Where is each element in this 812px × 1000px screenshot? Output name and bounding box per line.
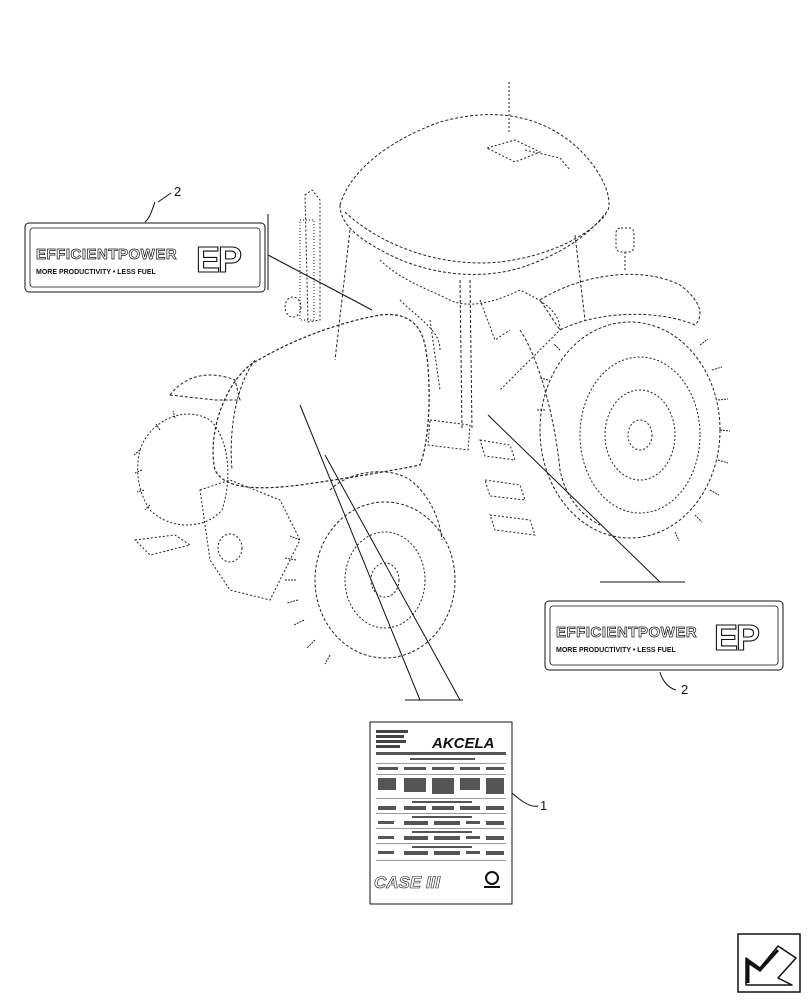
label-brand-top: AKCELA bbox=[431, 735, 495, 752]
arrow-icon[interactable] bbox=[737, 933, 801, 993]
efficientpower-decal-right: EFFICIENTPOWER MORE PRODUCTIVITY • LESS … bbox=[544, 600, 784, 671]
label-sheet-footer: CASE III bbox=[374, 871, 500, 892]
tractor-illustration bbox=[133, 82, 731, 665]
callout-1: 1 bbox=[511, 792, 547, 813]
decal-subtitle: MORE PRODUCTIVITY • LESS FUEL bbox=[556, 647, 677, 654]
instruction-label-sheet: AKCELA bbox=[369, 721, 513, 905]
decal-title: EFFICIENTPOWER bbox=[556, 624, 697, 641]
leader-lines bbox=[267, 214, 685, 701]
manufacturer-logo-icon bbox=[484, 871, 500, 888]
decal-subtitle: MORE PRODUCTIVITY • LESS FUEL bbox=[36, 269, 157, 276]
decal-mark: EP bbox=[714, 617, 759, 658]
svg-text:2: 2 bbox=[174, 184, 181, 199]
callout-2-right: 2 bbox=[659, 671, 688, 697]
label-sheet-table bbox=[376, 752, 506, 861]
decal-mark: EP bbox=[196, 239, 241, 280]
efficientpower-decal-top: EFFICIENTPOWER MORE PRODUCTIVITY • LESS … bbox=[24, 222, 266, 293]
label-brand-bottom: CASE III bbox=[374, 873, 441, 892]
svg-text:2: 2 bbox=[681, 682, 688, 697]
callout-2-top-left: 2 bbox=[144, 184, 181, 223]
label-sheet-header: AKCELA bbox=[376, 730, 495, 752]
decal-title: EFFICIENTPOWER bbox=[36, 246, 177, 263]
svg-text:1: 1 bbox=[540, 798, 547, 813]
